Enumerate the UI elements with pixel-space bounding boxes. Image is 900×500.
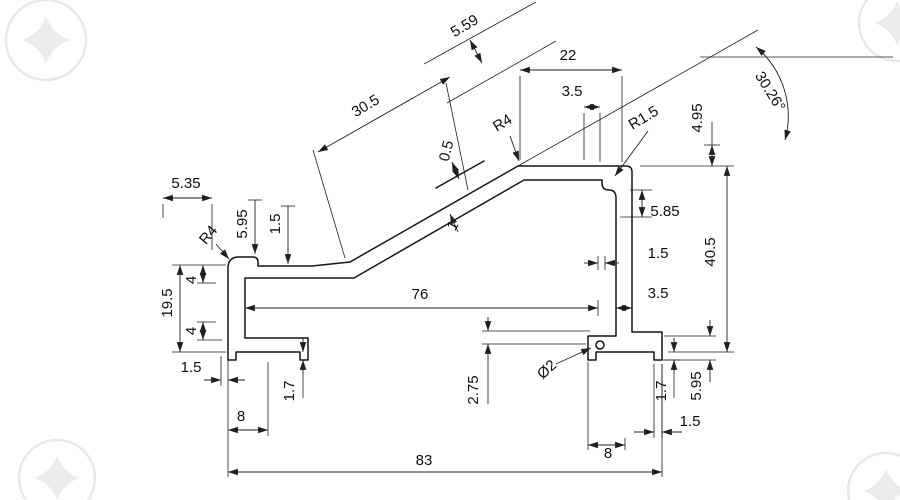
dim-label-3-5-top: 3.5 [562,83,583,100]
dim-label-1-5-left-bottom: 1.5 [181,359,202,376]
dim-label-5-95-right: 5.95 [688,371,705,400]
dim-label-8-left: 8 [237,408,245,425]
watermark-logos [4,0,900,500]
slope-step-line [435,160,485,189]
dim-label-5-35: 5.35 [171,175,200,192]
dimension-lines [162,1,893,477]
dim-label-3-5-right: 3.5 [648,285,669,302]
phi2-hole [595,340,605,350]
dim-label-76: 76 [412,286,429,303]
dim-label-40-5: 40.5 [702,237,719,266]
dim-label-19-5: 19.5 [159,288,176,317]
watermark-logo-icon [857,0,900,63]
profile-section-path [227,165,663,361]
dim-label-30-5: 30.5 [349,91,383,121]
dim-label-1-5-right-mid: 1.5 [648,245,669,262]
watermark-logo-icon [17,438,97,500]
dim-label-5-95-left: 5.95 [234,209,251,238]
dim-label-22: 22 [560,47,577,64]
dim-label-1-5-left-top: 1.5 [267,214,284,235]
dim-label-0-5: 0.5 [436,139,458,163]
dim-label-r4-left: R4 [196,222,221,248]
dim-label-5-59: 5.59 [448,11,482,41]
dim-label-4-lower: 4 [183,327,200,335]
dim-label-2-75: 2.75 [465,375,482,404]
dim-label-1-7-left: 1.7 [281,381,298,402]
dim-label-1-5-right-bottom: 1.5 [680,413,701,430]
dim-label-r4-top: R4 [490,111,515,135]
dim-label-4-upper: 4 [183,276,200,284]
watermark-logo-icon [846,451,900,500]
dim-label-83: 83 [416,452,433,469]
watermark-logo-icon [4,0,88,82]
dim-label-phi2: Ø2 [534,357,560,383]
dim-label-1-7-right: 1.7 [653,381,670,402]
dim-label-4-95: 4.95 [689,103,706,132]
dim-label-30-26deg: 30.26° [751,69,788,115]
dim-label-8-right: 8 [604,445,612,462]
dim-label-r1-5: R1.5 [626,103,662,134]
profile-outline [227,160,663,361]
dimension-labels: 5.59 22 30.26° 3.5 4.95 30.5 R4 R1.5 0.5… [159,11,789,469]
dim-label-5-85: 5.85 [650,203,679,220]
